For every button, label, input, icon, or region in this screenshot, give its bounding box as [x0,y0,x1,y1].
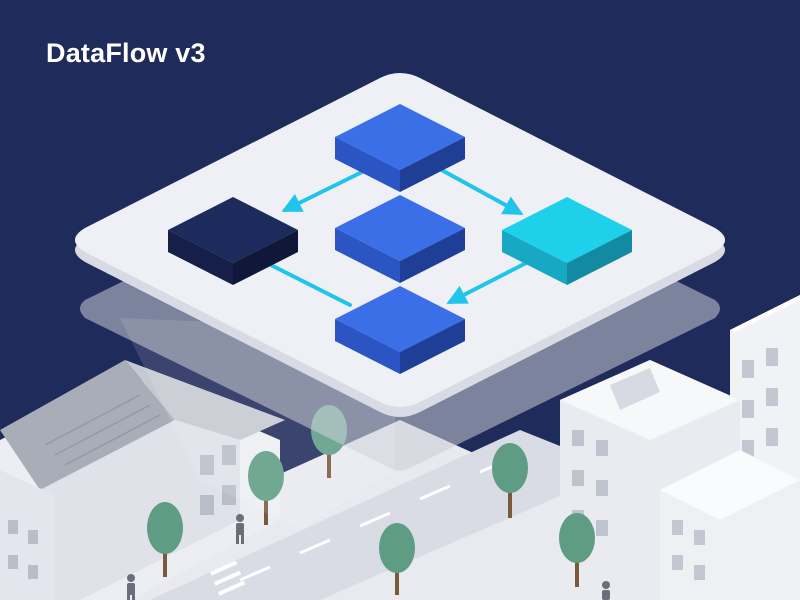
pedestrian [127,574,135,600]
app-title: DataFlow v3 [46,38,206,68]
crosswalk [209,560,246,596]
node-left[interactable] [168,197,298,285]
arrow-right-to-bottom [446,260,530,304]
tree [559,513,595,587]
tree [492,443,528,518]
node-center[interactable] [335,195,465,283]
line-left-to-bottom [263,260,352,307]
arrow-top-to-left [281,170,364,212]
flow-connectors [263,166,530,307]
tree [147,502,183,577]
building-left-house [0,360,285,600]
node-right[interactable] [502,197,632,285]
tree [379,523,415,595]
building-right-front [660,450,800,600]
arrow-top-to-right [436,166,524,215]
city-background [0,295,800,600]
node-bottom[interactable] [335,286,465,374]
pedestrians [127,514,610,600]
node-top[interactable] [335,104,465,192]
pedestrian [236,514,244,544]
building-far-left [0,470,55,600]
pedestrian [602,581,610,600]
tree [248,451,284,525]
